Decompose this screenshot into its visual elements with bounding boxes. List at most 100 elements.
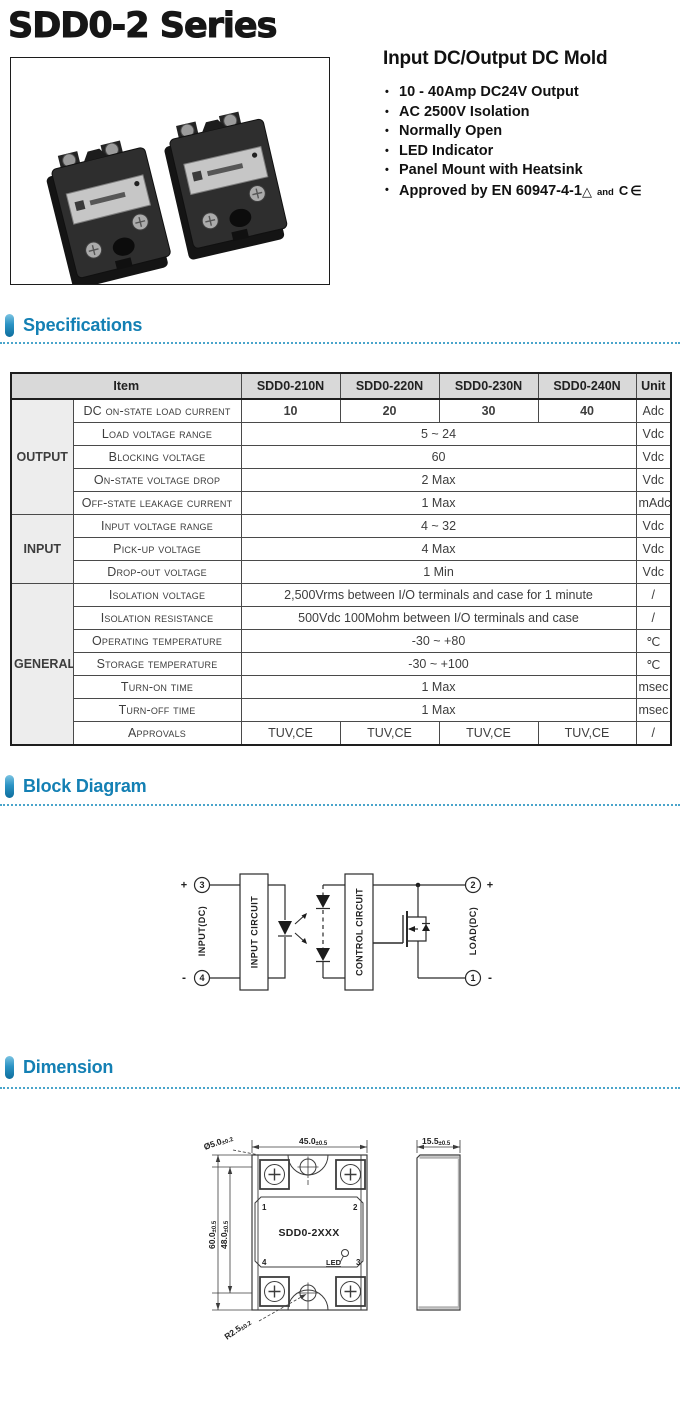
table-row: Pick-up voltage 4 Max Vdc	[11, 537, 672, 561]
feature-item: Normally Open	[383, 122, 679, 142]
section-title: Specifications	[23, 315, 143, 335]
ce-mark-icon: C∈	[618, 182, 644, 198]
table-row: Operating temperature -30 ~ +80 ℃	[11, 629, 672, 653]
dimension-drawing: 45.0±0.5 15.5±0.5 Ø5.0±0.2	[175, 1118, 495, 1373]
cell-value: 4 ~ 32	[240, 514, 637, 538]
relay-product-photo	[46, 111, 288, 290]
row-label: Storage temperature	[72, 652, 242, 676]
row-label: Turn-on time	[72, 675, 242, 699]
spec-table-wrap: Item SDD0-210N SDD0-220N SDD0-230N SDD0-…	[10, 372, 673, 746]
section-dimension-heading: Dimension	[5, 1056, 113, 1079]
row-label: Pick-up voltage	[72, 537, 242, 561]
dim-hole-pitch: 48.0±0.5	[219, 1220, 230, 1249]
product-photo-box	[10, 57, 330, 290]
col-model-230n: SDD0-230N	[438, 372, 539, 400]
table-row: Drop-out voltage 1 Min Vdc	[11, 560, 672, 584]
terminal-1-circle	[464, 969, 482, 987]
dim-height: 60.0±0.5	[207, 1220, 218, 1249]
cell-unit: /	[635, 583, 672, 607]
table-header-row: Item SDD0-210N SDD0-220N SDD0-230N SDD0-…	[10, 372, 672, 400]
relay-photo-right	[164, 111, 288, 260]
dotted-divider	[0, 1087, 680, 1089]
row-label: Approvals	[72, 721, 242, 746]
table-row: INPUT Input voltage range 4 ~ 32 Vdc	[10, 514, 672, 584]
spec-table: Item SDD0-210N SDD0-220N SDD0-230N SDD0-…	[10, 372, 673, 746]
block-diagram: + - 3 4 INPUT(DC) INPUT CIRCUIT	[168, 853, 512, 1008]
terminal-2-label: 2	[470, 880, 475, 890]
cell-unit: msec	[635, 675, 672, 699]
feature-item: Panel Mount with Heatsink	[383, 161, 679, 181]
cell-value: 1 Min	[240, 560, 637, 584]
row-label: Off-state leakage current	[72, 491, 242, 515]
terminal-1-label: 1	[470, 973, 475, 983]
dim-notch-radius: R2.5±0.2	[222, 1316, 253, 1342]
row-label: Turn-off time	[72, 698, 242, 722]
row-label: Load voltage range	[72, 422, 242, 446]
pin-2-label: 2	[353, 1203, 358, 1212]
section-bar-icon	[5, 1056, 14, 1079]
cell-value: TUV,CE	[537, 721, 637, 746]
pin-4-label: 4	[262, 1258, 267, 1267]
polarity-plus: +	[181, 880, 187, 892]
dotted-divider	[0, 342, 680, 344]
model-label: SDD0-2XXX	[278, 1227, 339, 1239]
col-item: Item	[10, 372, 242, 400]
row-label: Isolation voltage	[72, 583, 242, 607]
cell-unit: Vdc	[635, 422, 672, 446]
cell-value: TUV,CE	[438, 721, 539, 746]
photodiode-icon	[316, 895, 330, 908]
table-row: Load voltage range 5 ~ 24 Vdc	[11, 422, 672, 446]
table-row: OUTPUT DC on-state load current 10 20 30…	[10, 398, 672, 515]
terminal-3-label: 3	[199, 880, 204, 890]
polarity-plus: +	[487, 880, 493, 892]
feature-item: 10 - 40Amp DC24V Output	[383, 83, 679, 103]
section-bar-icon	[5, 775, 14, 798]
section-specifications-heading: Specifications	[5, 314, 142, 337]
cell-unit: mAdc	[635, 491, 672, 515]
load-dc-label: LOAD(DC)	[468, 907, 478, 956]
cell-unit: ℃	[635, 652, 672, 676]
table-row: Approvals TUV,CE TUV,CE TUV,CE TUV,CE /	[11, 721, 672, 746]
cell-value: 60	[240, 445, 637, 469]
dim-hole-dia: Ø5.0±0.2	[202, 1132, 235, 1153]
cell-value: 1 Max	[240, 675, 637, 699]
feature-item-approved: Approved by EN 60947-4-1△ and C∈	[383, 181, 679, 203]
cell-unit: Vdc	[635, 537, 672, 561]
cell-value: 1 Max	[240, 698, 637, 722]
row-label: Operating temperature	[72, 629, 242, 653]
led-label: LED	[326, 1258, 342, 1267]
tuv-mark-icon: △	[581, 183, 592, 199]
cell-value: 40	[537, 398, 637, 423]
dim-depth: 15.5±0.5	[422, 1136, 451, 1147]
cell-value: 1 Max	[240, 491, 637, 515]
control-circuit-label: CONTROL CIRCUIT	[355, 888, 365, 976]
front-view: 1 2 SDD0-2XXX 4 LED 3	[251, 1154, 368, 1311]
table-row: Off-state leakage current 1 Max mAdc	[11, 491, 672, 515]
dotted-divider	[0, 804, 680, 806]
table-row: GENERAL Isolation voltage 2,500Vrms betw…	[10, 583, 672, 746]
cell-unit: /	[635, 606, 672, 630]
col-model-210n: SDD0-210N	[240, 372, 341, 400]
cell-value: 2,500Vrms between I/O terminals and case…	[240, 583, 637, 607]
cell-value: 4 Max	[240, 537, 637, 561]
row-label: On-state voltage drop	[72, 468, 242, 492]
and-label: and	[596, 186, 614, 198]
row-label: Input voltage range	[72, 514, 242, 538]
polarity-minus: -	[488, 971, 492, 985]
group-output: OUTPUT	[10, 398, 74, 515]
group-general: GENERAL	[10, 583, 74, 746]
section-bar-icon	[5, 314, 14, 337]
input-circuit-box	[239, 873, 269, 991]
feature-list: 10 - 40Amp DC24V Output AC 2500V Isolati…	[383, 83, 679, 202]
cell-value: 20	[339, 398, 440, 423]
section-title: Dimension	[23, 1057, 114, 1077]
cell-unit: Vdc	[635, 514, 672, 538]
section-block-diagram-heading: Block Diagram	[5, 775, 147, 798]
cell-unit: Adc	[635, 398, 672, 423]
cell-value: 500Vdc 100Mohm between I/O terminals and…	[240, 606, 637, 630]
pin-3-label: 3	[356, 1258, 361, 1267]
table-row: Blocking voltage 60 Vdc	[11, 445, 672, 469]
input-dc-label: INPUT(DC)	[197, 906, 207, 957]
page-title: SDD0-2 Series	[8, 6, 279, 47]
